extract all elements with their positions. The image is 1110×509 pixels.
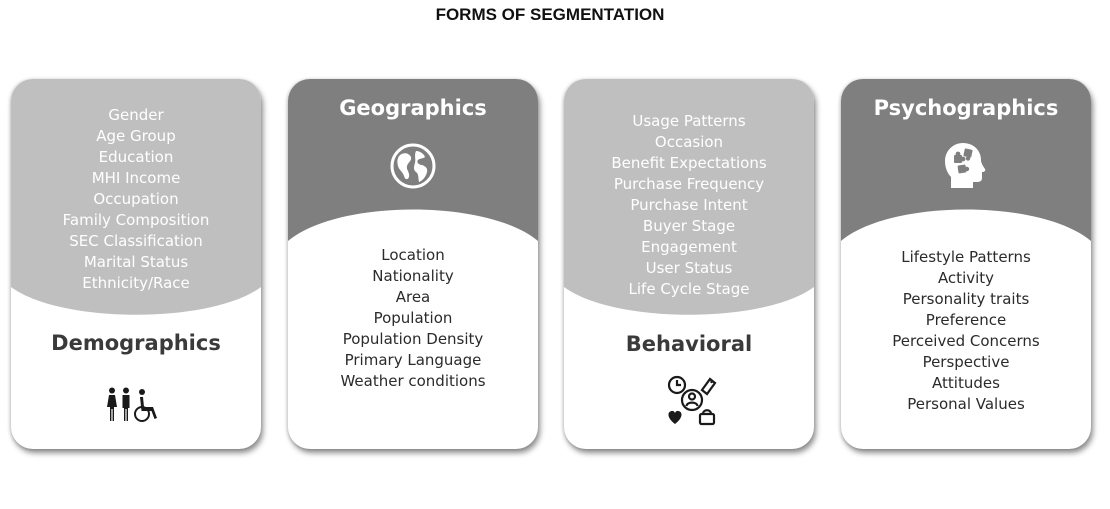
list-item: Population Density bbox=[342, 330, 484, 348]
card-heading-geographics: Geographics bbox=[339, 96, 487, 120]
card-heading-behavioral: Behavioral bbox=[625, 332, 753, 356]
list-item: Education bbox=[98, 148, 174, 166]
list-item: Perspective bbox=[922, 353, 1010, 371]
geographics-list: Location Nationality Area Population Pop… bbox=[288, 245, 538, 392]
list-item: Weather conditions bbox=[340, 372, 486, 390]
list-item: Nationality bbox=[372, 267, 454, 285]
behavioral-list: Usage Patterns Occasion Benefit Expectat… bbox=[564, 111, 814, 300]
list-item: Personal Values bbox=[907, 395, 1025, 413]
demographics-list: Gender Age Group Education MHI Income Oc… bbox=[11, 105, 261, 294]
list-item: Buyer Stage bbox=[642, 217, 736, 235]
head-puzzle-icon bbox=[945, 143, 986, 188]
list-item: Family Composition bbox=[62, 211, 210, 229]
card-heading-demographics: Demographics bbox=[51, 331, 221, 355]
list-item: SEC Classification bbox=[69, 232, 203, 250]
behavior-icon bbox=[667, 375, 717, 426]
list-item: Lifestyle Patterns bbox=[901, 248, 1031, 266]
list-item: Preference bbox=[925, 311, 1007, 329]
list-item: Perceived Concerns bbox=[892, 332, 1040, 350]
list-item: Primary Language bbox=[344, 351, 482, 369]
list-item: MHI Income bbox=[91, 169, 181, 187]
list-item: Gender bbox=[108, 106, 164, 124]
list-item: Population bbox=[373, 309, 453, 327]
list-item: Area bbox=[395, 288, 431, 306]
list-item: Occasion bbox=[654, 133, 724, 151]
people-icon bbox=[107, 387, 157, 422]
card-behavioral: Usage Patterns Occasion Benefit Expectat… bbox=[564, 79, 814, 449]
list-item: Personality traits bbox=[902, 290, 1030, 308]
list-item: Purchase Frequency bbox=[613, 175, 765, 193]
list-item: Life Cycle Stage bbox=[628, 280, 750, 298]
list-item: Engagement bbox=[641, 238, 737, 256]
list-item: Activity bbox=[937, 269, 995, 287]
card-wave-shape bbox=[288, 79, 538, 241]
list-item: Ethnicity/Race bbox=[82, 274, 190, 292]
list-item: Purchase Intent bbox=[630, 196, 748, 214]
list-item: User Status bbox=[645, 259, 733, 277]
card-wave-shape bbox=[564, 79, 814, 315]
card-wave-shape bbox=[11, 79, 261, 315]
list-item: Benefit Expectations bbox=[611, 154, 767, 172]
card-demographics: Gender Age Group Education MHI Income Oc… bbox=[11, 79, 261, 449]
list-item: Attitudes bbox=[932, 374, 1000, 392]
psychographics-list: Lifestyle Patterns Activity Personality … bbox=[841, 247, 1091, 415]
list-item: Age Group bbox=[96, 127, 176, 145]
list-item: Marital Status bbox=[83, 253, 189, 271]
page-title: FORMS OF SEGMENTATION bbox=[435, 5, 665, 24]
card-heading-psychographics: Psychographics bbox=[873, 96, 1059, 120]
card-psychographics: Psychographics Lifestyle Patterns Activi… bbox=[841, 79, 1091, 449]
globe-icon bbox=[390, 143, 436, 189]
card-geographics: Geographics Location Nationality Area Po… bbox=[288, 79, 538, 449]
list-item: Occupation bbox=[93, 190, 179, 208]
list-item: Location bbox=[381, 246, 445, 264]
list-item: Usage Patterns bbox=[632, 112, 746, 130]
